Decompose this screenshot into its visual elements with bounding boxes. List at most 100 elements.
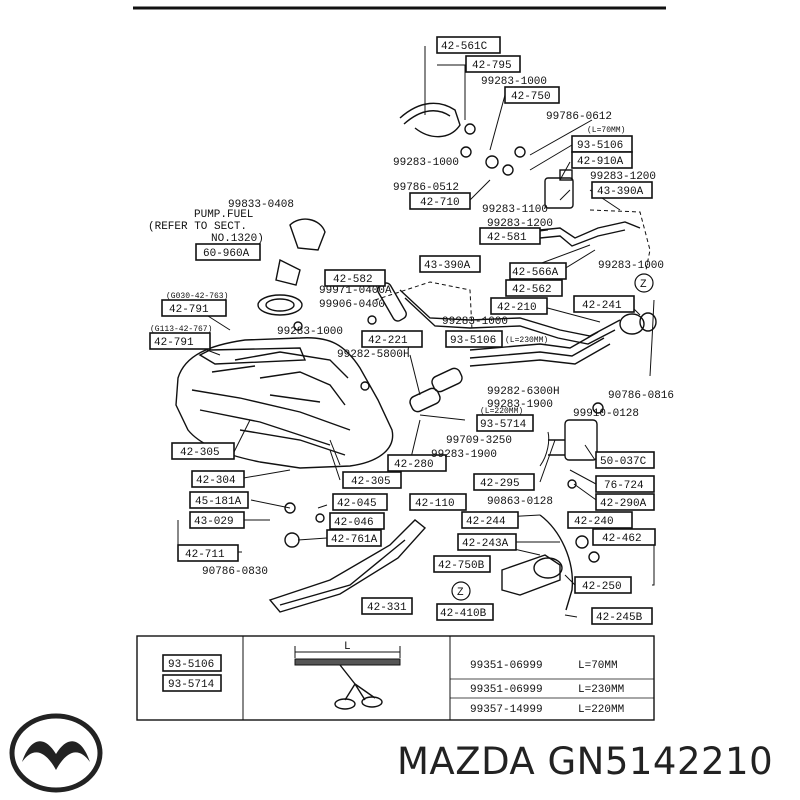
svg-text:50-037C: 50-037C: [600, 456, 647, 468]
part-number: 99283-1000: [442, 316, 508, 328]
svg-text:42-290A: 42-290A: [600, 498, 647, 510]
part-number: 90863-0128: [487, 496, 553, 508]
svg-text:42-243A: 42-243A: [462, 538, 509, 550]
svg-text:76-724: 76-724: [604, 480, 644, 492]
part-number: 99283-1000: [481, 76, 547, 88]
svg-text:42-221: 42-221: [368, 335, 408, 347]
svg-text:42-791: 42-791: [169, 304, 209, 316]
part-number: 99971-0400A: [319, 285, 392, 297]
part-label: 42-046: [329, 512, 385, 530]
svg-text:93-5106: 93-5106: [168, 659, 214, 671]
table-length: L=70MM: [578, 660, 618, 672]
svg-text:42-244: 42-244: [466, 516, 506, 528]
part-label: 42-761A: [326, 529, 382, 547]
part-number: 99283-1200: [590, 171, 656, 183]
part-label: 42-791: [161, 299, 227, 317]
part-number: 99283-1000: [598, 260, 664, 272]
part-label: 42-110: [409, 493, 467, 511]
part-label: 42-462: [592, 528, 656, 546]
part-code-note: (G030-42-763): [166, 292, 228, 301]
part-label: 42-710: [409, 192, 471, 210]
part-number: 99786-0512: [393, 182, 459, 194]
part-label: 60-960A: [195, 243, 261, 261]
brand-part-number: MAZDA GN5142210: [397, 740, 774, 783]
part-label: 42-561C: [436, 36, 501, 54]
part-label: 42-711: [177, 544, 239, 562]
svg-text:42-295: 42-295: [480, 478, 520, 490]
svg-text:42-581: 42-581: [487, 232, 527, 244]
part-number: 99906-0400: [319, 299, 385, 311]
svg-text:42-045: 42-045: [337, 498, 377, 510]
svg-text:45-181A: 45-181A: [195, 496, 242, 508]
part-label: 42-280: [387, 454, 447, 472]
part-number: 99833-0408: [228, 199, 294, 211]
table-part-label: 93-5106: [162, 654, 222, 672]
part-number: 90786-0816: [608, 390, 674, 402]
part-label: 42-581: [479, 227, 541, 245]
svg-text:42-462: 42-462: [602, 533, 642, 545]
svg-text:42-241: 42-241: [582, 300, 622, 312]
svg-text:42-110: 42-110: [415, 498, 455, 510]
svg-text:42-305: 42-305: [180, 447, 220, 459]
part-number: 99283-1100: [482, 204, 548, 216]
svg-text:42-561C: 42-561C: [441, 41, 488, 53]
length-note: (L=230MM): [505, 336, 548, 345]
part-label: 50-037C: [595, 451, 655, 469]
part-label: 93-5714: [476, 414, 534, 432]
part-label: 45-181A: [189, 491, 249, 509]
part-label: 42-410B: [436, 603, 494, 621]
part-label: 42-331: [361, 597, 413, 615]
mazda-logo-icon: [9, 713, 103, 793]
part-number: 99283-1000: [393, 157, 459, 169]
svg-text:93-5714: 93-5714: [168, 679, 215, 691]
part-label: 93-5106: [571, 135, 633, 153]
part-label: 42-910A: [571, 151, 633, 169]
part-label: 42-240: [567, 511, 633, 529]
part-label: 42-250: [574, 576, 632, 594]
part-label: 43-390A: [419, 255, 481, 273]
table-part-label: 93-5714: [162, 674, 222, 692]
svg-text:42-582: 42-582: [333, 274, 373, 286]
part-label: 76-724: [595, 475, 655, 493]
part-label: 42-245B: [591, 607, 653, 625]
svg-text:42-711: 42-711: [185, 549, 225, 561]
svg-text:42-750: 42-750: [511, 91, 551, 103]
svg-text:42-331: 42-331: [367, 602, 407, 614]
part-label: 42-305: [342, 471, 402, 489]
svg-text:42-562: 42-562: [512, 284, 552, 296]
part-label: 42-045: [332, 493, 388, 511]
part-number: 99283-1000: [277, 326, 343, 338]
svg-text:Z: Z: [640, 279, 647, 291]
plain-labels: 99283-1000 99786-0612 99283-1000 99786-0…: [148, 76, 674, 601]
svg-text:42-710: 42-710: [420, 197, 460, 209]
svg-text:43-390A: 43-390A: [597, 186, 644, 198]
pump-note-line: NO.1320): [211, 233, 264, 245]
part-label: 42-750B: [433, 555, 491, 573]
part-label: 93-5106: [445, 330, 503, 348]
part-number: 99283-1900: [431, 449, 497, 461]
parts-line-art: [175, 102, 657, 613]
part-number: 99786-0612: [546, 111, 612, 123]
part-label: 42-221: [361, 330, 423, 348]
svg-text:L: L: [344, 641, 351, 653]
part-label: 43-390A: [591, 181, 653, 199]
hose-length-table: 93-5106 93-5714 L 99351-06999 L=70MM 993…: [136, 635, 655, 721]
part-label: 42-795: [465, 55, 521, 73]
svg-text:42-240: 42-240: [574, 516, 614, 528]
svg-text:93-5714: 93-5714: [480, 419, 527, 431]
svg-text:43-390A: 43-390A: [424, 260, 471, 272]
part-label: 42-791: [149, 332, 211, 350]
svg-text:42-305: 42-305: [351, 476, 391, 488]
part-number: 99282-6300H: [487, 386, 560, 398]
part-label: 42-562: [505, 279, 563, 297]
svg-text:60-960A: 60-960A: [203, 248, 250, 260]
svg-text:42-566A: 42-566A: [512, 267, 559, 279]
svg-text:42-795: 42-795: [472, 60, 512, 72]
svg-text:Z: Z: [457, 587, 464, 599]
part-label: 42-244: [461, 511, 519, 529]
pump-note-line: PUMP.FUEL: [194, 209, 253, 221]
table-length: L=230MM: [578, 684, 624, 696]
svg-text:42-791: 42-791: [154, 337, 194, 349]
part-label: 42-290A: [595, 493, 655, 511]
